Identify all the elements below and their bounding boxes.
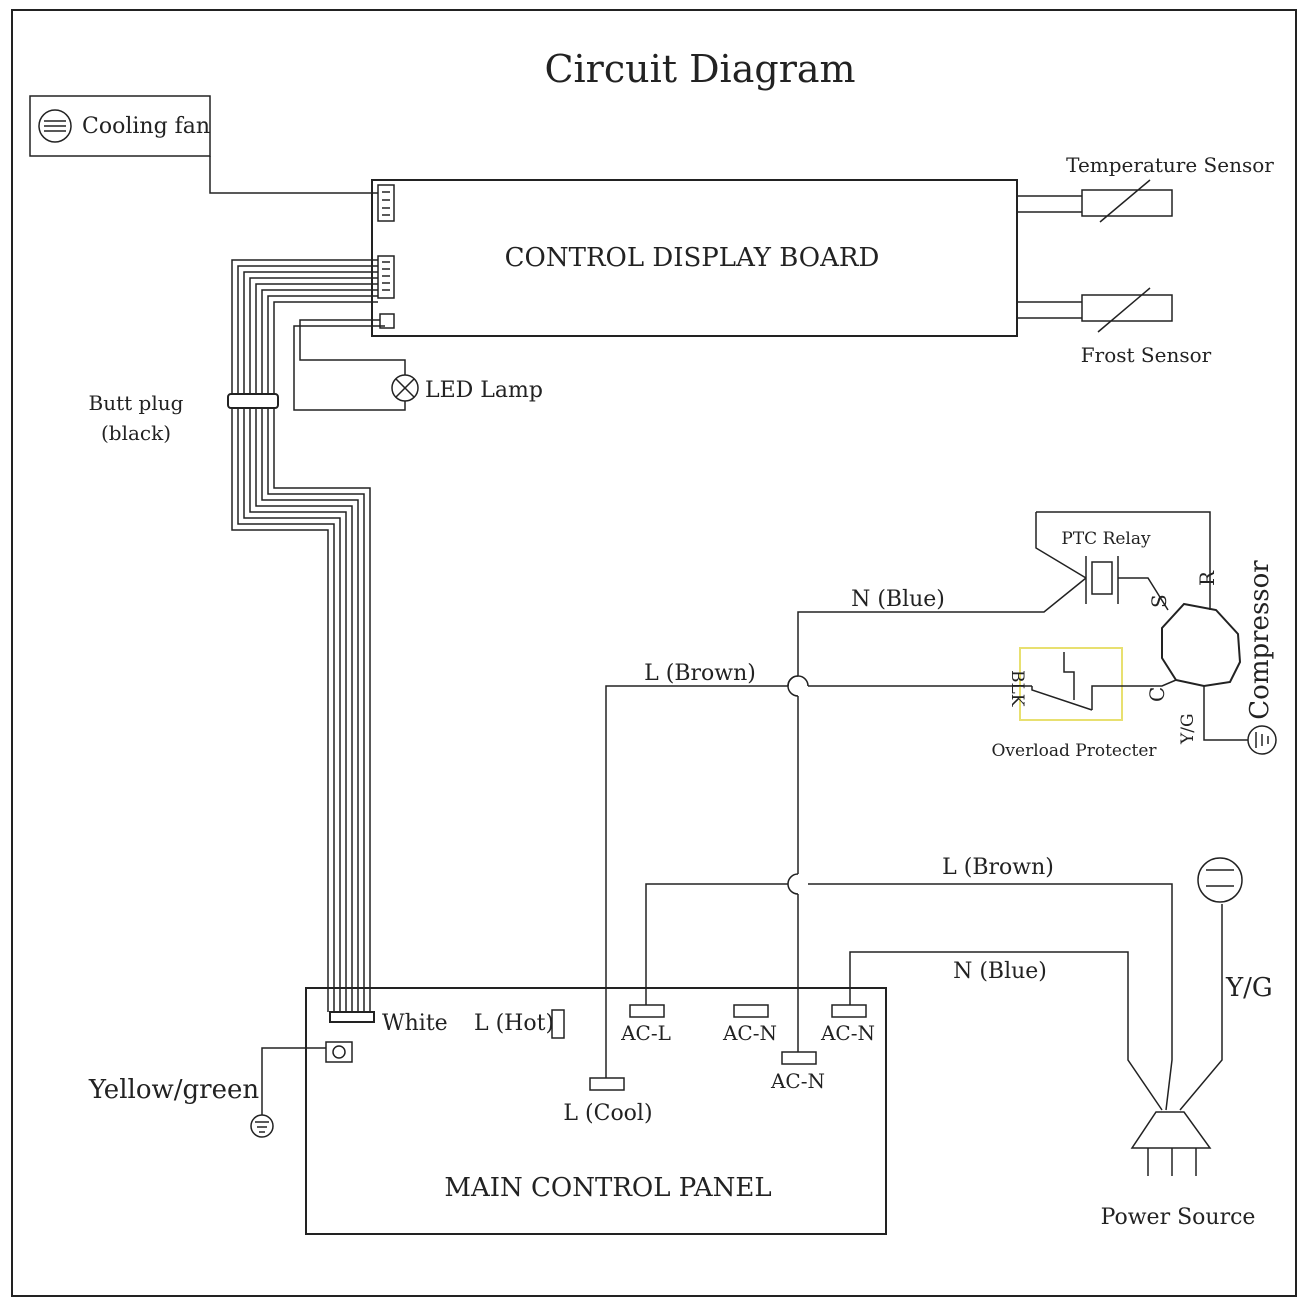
n-blue-mid-label: N (Blue): [953, 959, 1047, 984]
ac-n-label-2: AC-N: [770, 1069, 825, 1093]
wire-harness: [227, 259, 378, 1012]
white-connector: [329, 1011, 375, 1023]
terminal-s: S: [1147, 594, 1171, 608]
terminal-blk: BLK: [1007, 670, 1027, 707]
plug-body: [1130, 1111, 1212, 1149]
main-control-panel: MAIN CONTROL PANEL White L (Hot) AC-L AC…: [305, 987, 887, 1235]
ptc-relay: PTC Relay: [1035, 511, 1211, 611]
overload-highlight: [1019, 647, 1123, 721]
frost-sensor-label: Frost Sensor: [1081, 343, 1212, 367]
ac-n-terminal-2: [781, 1051, 817, 1065]
power-source-label: Power Source: [1101, 1205, 1256, 1230]
fan-connector: [377, 184, 395, 222]
white-label: White: [382, 1011, 448, 1036]
butt-plug-sublabel: (black): [101, 421, 171, 445]
ground-connector: [325, 1041, 353, 1063]
compressor: S R C Y/G Compressor: [1145, 560, 1277, 755]
ptc-relay-label: PTC Relay: [1061, 529, 1151, 549]
l-cool-label: L (Cool): [563, 1101, 652, 1126]
n-blue-wire-mid: [849, 951, 1163, 1111]
led-lamp-label: LED Lamp: [425, 378, 543, 403]
led-lamp: LED Lamp: [293, 319, 543, 411]
control-display-board: CONTROL DISPLAY BOARD: [371, 179, 1018, 337]
l-brown-wire-top: [605, 685, 788, 1078]
main-panel-box: [305, 987, 887, 1235]
control-board-label: CONTROL DISPLAY BOARD: [505, 243, 880, 273]
compressor-ground-icon: [1247, 725, 1277, 755]
ptc-relay-body: [1091, 561, 1113, 595]
lamp-connector: [379, 313, 395, 329]
terminal-c: C: [1145, 687, 1169, 702]
l-brown-wire-mid: [645, 883, 788, 1005]
butt-plug: [227, 393, 279, 409]
terminal-yg: Y/G: [1178, 713, 1198, 745]
terminal-r: R: [1195, 570, 1219, 586]
ground-icon: [250, 1114, 274, 1138]
butt-plug-label: Butt plug: [89, 391, 184, 415]
cooling-fan-label: Cooling fan: [82, 114, 210, 139]
temperature-sensor-probe: [1081, 189, 1173, 217]
ac-l-terminal: [629, 1004, 665, 1018]
outer-border: [11, 9, 1297, 1297]
frost-sensor-probe: [1081, 294, 1173, 322]
yg-wire: [1179, 904, 1223, 1111]
compressor-body: [1161, 602, 1242, 688]
overload-protector: BLK Overload Protecter: [991, 647, 1177, 761]
frost-sensor: Frost Sensor: [1017, 287, 1212, 367]
yellow-green-label: Yellow/green: [88, 1075, 259, 1105]
fan-icon: [38, 109, 72, 143]
power-source-plug: Power Source: [1101, 1111, 1256, 1230]
temperature-sensor: Temperature Sensor: [1017, 153, 1274, 223]
l-brown-mid-label: L (Brown): [942, 855, 1054, 880]
ac-n-label-3: AC-N: [820, 1021, 875, 1045]
harness-connector: [377, 255, 395, 299]
ac-l-label: AC-L: [620, 1021, 671, 1045]
yg-label: Y/G: [1225, 973, 1273, 1003]
ac-n-terminal-1: [733, 1004, 769, 1018]
l-brown-top-label: L (Brown): [644, 661, 756, 686]
ac-n-terminal-3: [831, 1004, 867, 1018]
fan-wire: [209, 156, 378, 194]
diagram-title: Circuit Diagram: [544, 47, 855, 91]
main-panel-label: MAIN CONTROL PANEL: [444, 1173, 771, 1203]
lamp-icon: [391, 374, 419, 402]
power-ground-icon: [1197, 857, 1243, 903]
cooling-fan-frame: [29, 95, 211, 157]
ac-n-label-1: AC-N: [722, 1021, 777, 1045]
l-hot-terminal: [551, 1009, 565, 1039]
control-board-box: [371, 179, 1018, 337]
yellow-green-ground: Yellow/green: [88, 1047, 326, 1138]
l-cool-terminal: [589, 1077, 625, 1091]
compressor-label: Compressor: [1245, 560, 1275, 720]
overload-protector-label: Overload Protecter: [991, 741, 1157, 761]
cooling-fan: Cooling fan: [29, 95, 211, 157]
n-blue-top-label: N (Blue): [851, 587, 945, 612]
temperature-sensor-label: Temperature Sensor: [1066, 153, 1274, 177]
l-hot-label: L (Hot): [474, 1011, 554, 1036]
